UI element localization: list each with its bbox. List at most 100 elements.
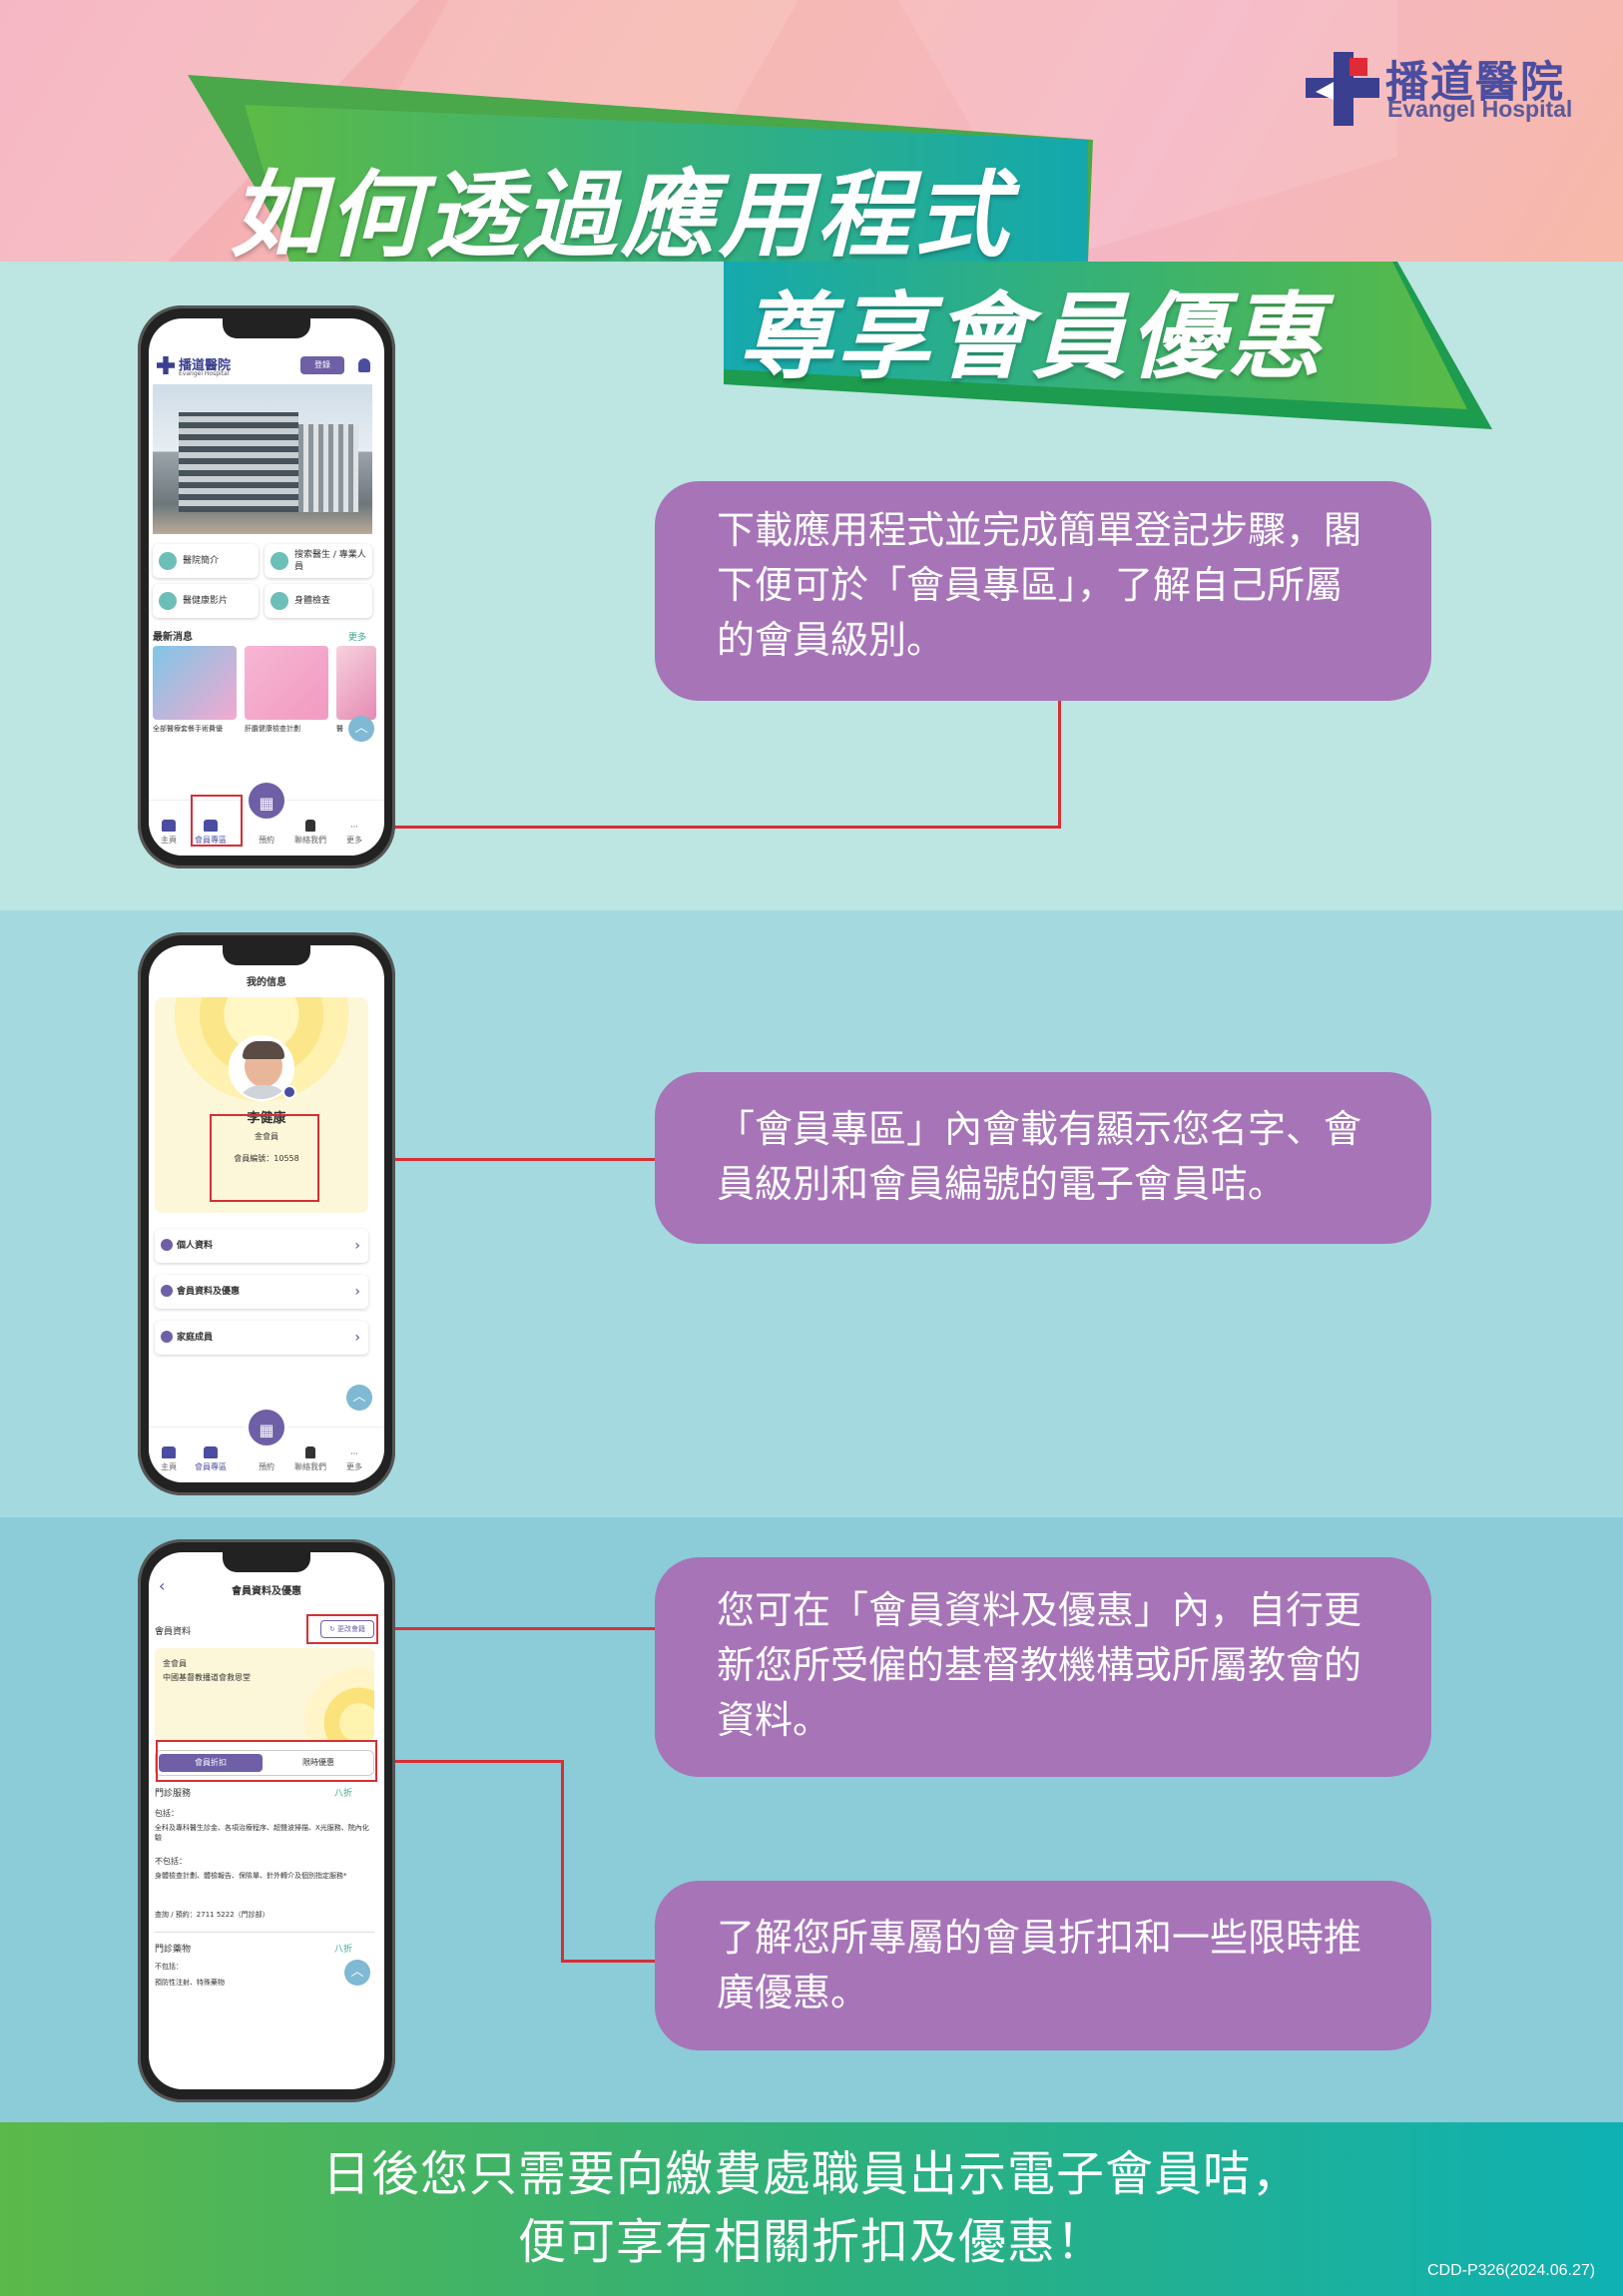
news-title: 最新消息: [153, 632, 193, 643]
nav-contact[interactable]: 聯絡我們: [290, 1446, 330, 1472]
tile-health-video[interactable]: 醫健康影片: [153, 584, 259, 618]
nav-home[interactable]: 主頁: [149, 1446, 189, 1472]
nav-booking[interactable]: 預約: [259, 836, 274, 845]
tab-member-discount[interactable]: 會員折扣: [159, 1754, 263, 1772]
person-icon: [161, 1239, 173, 1251]
nav-home[interactable]: 主頁: [149, 820, 189, 846]
nav-more[interactable]: ···更多: [346, 823, 362, 845]
app-brand: 播道醫院: [179, 358, 232, 373]
calendar-fab[interactable]: ▦: [246, 780, 287, 822]
stethoscope-icon: [270, 592, 288, 610]
membership-card: [155, 1648, 374, 1740]
back-button[interactable]: ‹: [159, 1576, 166, 1595]
family-icon: [161, 1331, 173, 1343]
scroll-up-icon[interactable]: ︿: [348, 716, 374, 742]
card-organization: 中國基督教播道會救恩堂: [163, 1673, 251, 1682]
enquiry-text: 查詢 / 預約：2711 5222（門診部）: [155, 1911, 270, 1919]
news-thumb-1[interactable]: [153, 646, 237, 720]
title-line-2: 尊享會員優惠: [739, 284, 1327, 392]
scroll-up-icon[interactable]: ︿: [346, 1385, 372, 1411]
news-thumb-2[interactable]: [245, 646, 328, 720]
camera-icon[interactable]: [282, 1085, 296, 1099]
benefit-tabs: [155, 1750, 374, 1776]
nav-contact[interactable]: 聯絡我們: [290, 820, 330, 846]
menu-personal-info[interactable]: 個人資料›: [155, 1229, 368, 1263]
info-icon: [159, 552, 177, 570]
connector-4-top: [377, 1760, 564, 1763]
app-brand-en: Evangel Hospital: [179, 370, 230, 377]
connector-4-vertical: [561, 1760, 564, 1962]
doctor-icon: [270, 552, 288, 570]
hospital-logo: 播道醫院 Evangel Hospital: [1306, 48, 1595, 128]
footer-message: 日後您只需要向繳費處職員出示電子會員咭， 便可享有相關折扣及優惠！: [0, 2140, 1623, 2276]
phone-notch: [223, 1552, 310, 1572]
discount-medication: 八折: [334, 1945, 353, 1955]
nav-booking[interactable]: 預約: [259, 1462, 274, 1471]
chevron-right-icon: ›: [354, 1330, 360, 1346]
more-icon: ···: [350, 823, 358, 832]
tile-health-check[interactable]: 身體檢查: [265, 584, 372, 618]
logo-name-cn: 播道醫院: [1385, 58, 1565, 108]
step2-bubble: 「會員專區」內會載有顯示您名字、會員級別和會員編號的電子會員咭。: [655, 1072, 1431, 1244]
login-button[interactable]: 登錄: [300, 356, 344, 374]
phone-mockup-benefits: ‹ 會員資料及優惠 會員資料 ↻ 更改會籍 金會員 中國基督教播道會救恩堂 會員…: [138, 1539, 395, 2102]
bell-icon[interactable]: [358, 358, 370, 372]
news-thumb-3[interactable]: [336, 646, 376, 720]
tile-search-doctor[interactable]: 搜索醫生 / 專業人員: [265, 544, 372, 578]
news-caption-1: 全部醫療套餐手術費優: [153, 725, 223, 733]
chevron-right-icon: ›: [354, 1238, 360, 1254]
member-icon: [204, 820, 218, 832]
title-line-1: 如何透過應用程式: [230, 162, 1013, 271]
highlight-member-card-info: [210, 1114, 319, 1202]
connector-4-bottom: [561, 1960, 655, 1963]
section-label: 會員資料: [155, 1627, 192, 1637]
member-number: 會員編號：10558: [234, 1154, 299, 1163]
screen-header: 我的信息: [247, 977, 286, 988]
highlight-update-button: [306, 1614, 378, 1644]
more-icon: ···: [350, 1449, 358, 1458]
nav-member-zone[interactable]: 會員專區: [191, 820, 231, 846]
step1-bubble: 下載應用程式並完成簡單登記步驟，閣下便可於「會員專區」，了解自己所屬的會員級別。: [655, 481, 1431, 701]
member-icon: [161, 1285, 173, 1297]
footer-band: [0, 2122, 1623, 2296]
news-caption-2: 肝膽健康檢查計劃: [245, 725, 300, 733]
card-level: 金會員: [163, 1659, 187, 1668]
footer-line-2: 便可享有相關折扣及優惠！: [517, 2214, 1105, 2271]
nav-more[interactable]: ···更多: [346, 1449, 362, 1471]
screen-header: 會員資料及優惠: [232, 1586, 301, 1597]
calendar-fab[interactable]: ▦: [246, 1407, 287, 1448]
menu-family-members[interactable]: 家庭成員›: [155, 1321, 368, 1355]
tile-hospital-intro[interactable]: 醫院簡介: [153, 544, 259, 578]
chevron-right-icon: ›: [354, 1284, 360, 1300]
step4-text: 了解您所專屬的會員折扣和一些限時推廣優惠。: [717, 1916, 1362, 2015]
service-medication: 門診藥物: [155, 1945, 192, 1955]
home-icon: [162, 820, 176, 832]
connector-1-vertical: [1058, 701, 1061, 829]
refresh-icon: ↻: [328, 1625, 335, 1633]
logo-name-en: Evangel Hospital: [1387, 96, 1573, 122]
cross-logo-icon: [1306, 52, 1379, 126]
menu-member-benefits[interactable]: 會員資料及優惠›: [155, 1275, 368, 1309]
phone-notch: [223, 945, 310, 965]
update-membership-button[interactable]: ↻ 更改會籍: [320, 1620, 374, 1638]
title-banner-shapes: [188, 75, 1492, 429]
exclude-label: 不包括：: [155, 1857, 187, 1866]
member-level: 金會員: [255, 1132, 278, 1141]
member-icon: [204, 1446, 218, 1458]
highlight-member-zone: [191, 795, 243, 847]
include-label: 包括：: [155, 1809, 179, 1818]
scroll-up-icon[interactable]: ︿: [344, 1960, 370, 1986]
exclude-text: 身體檢查計劃、體檢報告、保險單、針外轉介及個別指定服務*: [155, 1872, 347, 1880]
tab-limited-offer[interactable]: 限時優惠: [302, 1758, 334, 1767]
news-caption-3: 醫: [336, 725, 343, 733]
divider: [155, 1932, 374, 1933]
connector-2: [319, 1158, 655, 1161]
discount-outpatient: 八折: [334, 1789, 353, 1799]
phone-icon: [305, 820, 315, 832]
step1-text: 下載應用程式並完成簡單登記步驟，閣下便可於「會員專區」，了解自己所屬的會員級別。: [717, 508, 1362, 663]
document-code: CDD-P326(2024.06.27): [1427, 2262, 1596, 2279]
nav-member-zone[interactable]: 會員專區: [191, 1446, 231, 1472]
step3-text: 您可在「會員資料及優惠」內，自行更新您所受僱的基督教機構或所屬教會的資料。: [717, 1588, 1362, 1743]
home-icon: [162, 1446, 176, 1458]
news-more-link[interactable]: 更多: [348, 633, 367, 643]
